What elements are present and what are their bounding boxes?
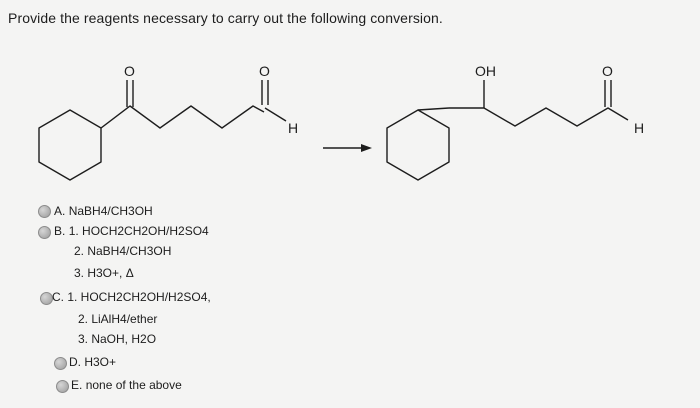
option-d-line-1: H3O+ xyxy=(84,355,117,369)
option-c-radio[interactable] xyxy=(40,292,53,305)
reactant-cyclohexane-ring xyxy=(38,109,102,181)
option-b-line-3: 3. H3O+, Δ xyxy=(74,266,134,280)
reactant-aldehyde-oxygen-label: O xyxy=(259,63,270,79)
option-a-line-1: NaBH4/CH3OH xyxy=(68,204,153,218)
option-c-line-1: 1. HOCH2CH2OH/H2SO4, xyxy=(67,290,211,304)
reactant-ketone-oxygen-label: O xyxy=(124,63,135,79)
option-a-label[interactable]: A. NaBH4/CH3OH xyxy=(54,204,153,218)
answer-options: A. NaBH4/CH3OH B. 1. HOCH2CH2OH/H2SO4 2.… xyxy=(38,200,358,400)
option-b-radio[interactable] xyxy=(38,226,51,239)
option-c-line-3: 3. NaOH, H2O xyxy=(78,332,157,346)
question-text: Provide the reagents necessary to carry … xyxy=(8,10,443,26)
option-c-line-2: 2. LiAlH4/ether xyxy=(78,312,158,326)
product-cyclohexane-ring xyxy=(386,109,450,181)
product-aldehyde-oxygen-label: O xyxy=(602,63,613,79)
option-e-label[interactable]: E. none of the above xyxy=(71,378,182,392)
option-e-line-1: none of the above xyxy=(85,378,182,392)
option-a-radio[interactable] xyxy=(38,205,51,218)
option-b-line-1: 1. HOCH2CH2OH/H2SO4 xyxy=(68,224,209,238)
reaction-arrow xyxy=(323,144,372,152)
reactant-aldehyde-hydrogen-label: H xyxy=(288,120,298,136)
product-hydroxyl-label: OH xyxy=(475,63,496,79)
option-d-label[interactable]: D. H3O+ xyxy=(69,355,117,369)
product-aldehyde-hydrogen-label: H xyxy=(634,120,644,136)
option-d-radio[interactable] xyxy=(54,357,67,370)
option-c-label[interactable]: C. 1. HOCH2CH2OH/H2SO4, xyxy=(52,290,211,304)
option-b-line-2: 2. NaBH4/CH3OH xyxy=(74,244,172,258)
reactant-carbon-chain xyxy=(100,105,265,129)
product-carbon-chain xyxy=(449,107,629,127)
reaction-scheme: O O H OH O H xyxy=(38,63,644,181)
option-e-radio[interactable] xyxy=(56,380,69,393)
option-b-label[interactable]: B. 1. HOCH2CH2OH/H2SO4 xyxy=(54,224,209,238)
